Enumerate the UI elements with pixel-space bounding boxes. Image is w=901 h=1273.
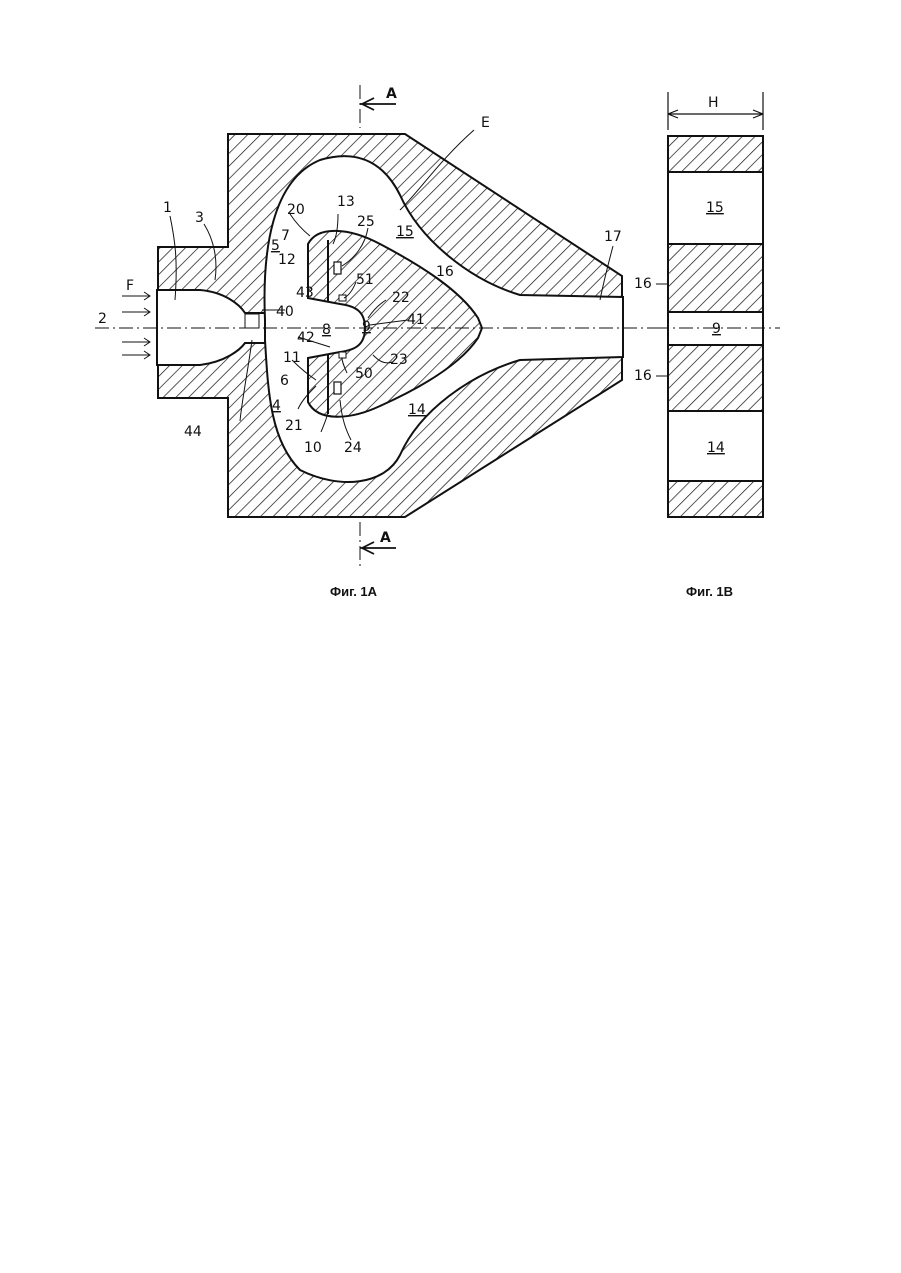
label-40: 40	[276, 304, 294, 320]
caption-fig-1a: Фиг. 1А	[330, 584, 378, 599]
label-8: 8	[322, 322, 331, 338]
label-17: 17	[604, 229, 622, 245]
caption-fig-1b: Фиг. 1В	[686, 584, 733, 599]
label-10: 10	[304, 440, 322, 456]
label-50: 50	[355, 366, 373, 382]
label-11: 11	[283, 350, 301, 366]
label-2: 2	[98, 311, 107, 327]
band-16-lower	[668, 345, 763, 411]
flow-arrows	[122, 292, 150, 359]
label-7: 7	[281, 228, 290, 244]
figure-1a: 1 2 3 F E 20 13 25 15 7 5 12 17 16 51 43…	[95, 85, 682, 599]
label-1b-9: 9	[712, 321, 721, 337]
label-21: 21	[285, 418, 303, 434]
label-1b-16-lower: 16	[634, 368, 652, 384]
band-16-upper	[668, 244, 763, 312]
label-25: 25	[357, 214, 375, 230]
label-3: 3	[195, 210, 204, 226]
label-16-a: 16	[436, 264, 454, 280]
label-43: 43	[296, 285, 314, 301]
label-15: 15	[396, 224, 414, 240]
label-1b-14: 14	[707, 440, 725, 456]
label-6: 6	[280, 373, 289, 389]
band-bottom	[668, 481, 763, 517]
label-9: 9	[362, 319, 371, 335]
label-1: 1	[163, 200, 172, 216]
dim-arrow	[668, 110, 763, 118]
nub-50	[339, 352, 346, 358]
figure-1b: H 15 9 14 16 16 Фиг. 1В	[634, 92, 780, 599]
label-41: 41	[407, 312, 425, 328]
label-1b-16-upper: 16	[634, 276, 652, 292]
label-23: 23	[390, 352, 408, 368]
nozzle-40	[245, 314, 259, 328]
label-12: 12	[278, 252, 296, 268]
label-51: 51	[356, 272, 374, 288]
section-label-top: A	[386, 86, 397, 102]
label-F: F	[126, 278, 134, 294]
clamp-upper	[334, 262, 341, 274]
label-20: 20	[287, 202, 305, 218]
label-24: 24	[344, 440, 362, 456]
label-13: 13	[337, 194, 355, 210]
dim-label-h: H	[708, 95, 719, 111]
clamp-lower	[334, 382, 341, 394]
label-1b-15: 15	[706, 200, 724, 216]
label-44: 44	[184, 424, 202, 440]
band-top	[668, 136, 763, 172]
label-42: 42	[297, 330, 315, 346]
label-22: 22	[392, 290, 410, 306]
label-14: 14	[408, 402, 426, 418]
label-4: 4	[272, 398, 281, 414]
section-label-bottom: A	[380, 530, 391, 546]
label-E: E	[481, 115, 490, 131]
